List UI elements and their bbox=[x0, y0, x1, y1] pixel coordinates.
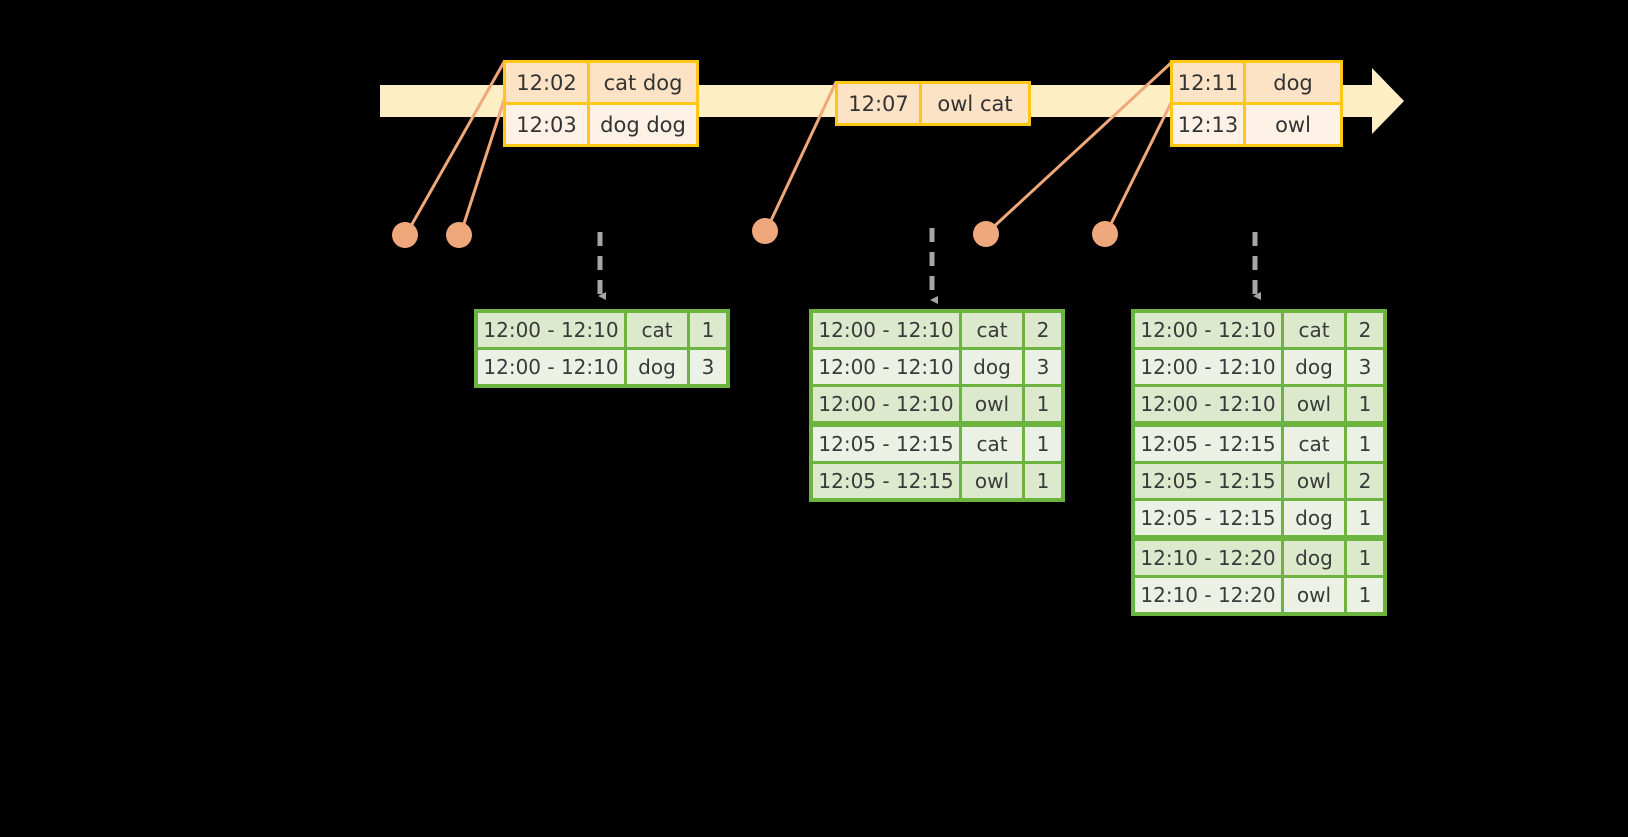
cell-window: 12:00 - 12:10 bbox=[478, 313, 624, 347]
cell-window: 12:10 - 12:20 bbox=[1135, 541, 1281, 575]
cell-count: 2 bbox=[1347, 464, 1383, 498]
cell-window: 12:00 - 12:10 bbox=[813, 387, 959, 421]
cell-key: owl bbox=[1284, 464, 1344, 498]
event-text: dog dog bbox=[600, 112, 686, 137]
cell-window: 12:05 - 12:15 bbox=[813, 464, 959, 498]
cell-key: cat bbox=[962, 427, 1022, 461]
connector-dot-4 bbox=[973, 221, 999, 247]
cell-window: 12:00 - 12:10 bbox=[813, 313, 959, 347]
cell-key: dog bbox=[1284, 541, 1344, 575]
cell-count: 2 bbox=[1025, 313, 1061, 347]
event-row[interactable]: 12:07 owl cat bbox=[838, 84, 1028, 123]
cell-count: 1 bbox=[1347, 541, 1383, 575]
cell-key: cat bbox=[1284, 313, 1344, 347]
cell-key: dog bbox=[627, 350, 687, 384]
cell-count: 1 bbox=[1347, 387, 1383, 421]
event-text: owl cat bbox=[937, 91, 1013, 116]
cell-window: 12:00 - 12:10 bbox=[1135, 313, 1281, 347]
cell-window: 12:05 - 12:15 bbox=[813, 427, 959, 461]
event-group-3[interactable]: 12:11 dog 12:13 owl bbox=[1170, 60, 1343, 147]
cell-window: 12:00 - 12:10 bbox=[1135, 350, 1281, 384]
connector-line-1 bbox=[405, 61, 506, 234]
event-text: cat dog bbox=[603, 70, 683, 95]
cell-count: 1 bbox=[1347, 427, 1383, 461]
cell-key: cat bbox=[1284, 427, 1344, 461]
event-row[interactable]: 12:02 cat dog bbox=[506, 63, 696, 102]
cell-key: cat bbox=[627, 313, 687, 347]
event-row[interactable]: 12:13 owl bbox=[1173, 102, 1340, 144]
cell-count: 1 bbox=[1025, 464, 1061, 498]
cell-window: 12:10 - 12:20 bbox=[1135, 578, 1281, 612]
cell-count: 1 bbox=[690, 313, 726, 347]
cell-count: 1 bbox=[1347, 501, 1383, 535]
cell-window: 12:00 - 12:10 bbox=[1135, 387, 1281, 421]
event-time: 12:07 bbox=[838, 84, 922, 123]
cell-window: 12:05 - 12:15 bbox=[1135, 501, 1281, 535]
cell-count: 1 bbox=[1025, 427, 1061, 461]
cell-count: 3 bbox=[1025, 350, 1061, 384]
event-row[interactable]: 12:11 dog bbox=[1173, 63, 1340, 102]
event-time: 12:13 bbox=[1173, 105, 1246, 144]
event-text: owl bbox=[1275, 112, 1311, 137]
cell-window: 12:00 - 12:10 bbox=[478, 350, 624, 384]
cell-window: 12:05 - 12:15 bbox=[1135, 464, 1281, 498]
connector-line-3 bbox=[765, 81, 838, 230]
cell-key: dog bbox=[1284, 350, 1344, 384]
cell-count: 1 bbox=[1025, 387, 1061, 421]
connector-dots bbox=[392, 218, 1118, 248]
cell-key: owl bbox=[1284, 387, 1344, 421]
connector-line-2 bbox=[459, 99, 506, 234]
cell-key: owl bbox=[1284, 578, 1344, 612]
connector-dot-5 bbox=[1092, 221, 1118, 247]
event-row[interactable]: 12:03 dog dog bbox=[506, 102, 696, 144]
connector-dot-2 bbox=[446, 222, 472, 248]
cell-key: dog bbox=[962, 350, 1022, 384]
event-time: 12:11 bbox=[1173, 63, 1246, 102]
down-arrows bbox=[597, 228, 1261, 304]
event-time: 12:02 bbox=[506, 63, 590, 102]
cell-key: dog bbox=[1284, 501, 1344, 535]
cell-count: 3 bbox=[690, 350, 726, 384]
cell-key: cat bbox=[962, 313, 1022, 347]
cell-count: 2 bbox=[1347, 313, 1383, 347]
connector-dot-3 bbox=[752, 218, 778, 244]
cell-key: owl bbox=[962, 464, 1022, 498]
connector-line-5 bbox=[1105, 100, 1174, 233]
connector-dot-1 bbox=[392, 222, 418, 248]
cell-window: 12:00 - 12:10 bbox=[813, 350, 959, 384]
cell-key: owl bbox=[962, 387, 1022, 421]
cell-window: 12:05 - 12:15 bbox=[1135, 427, 1281, 461]
cell-count: 1 bbox=[1347, 578, 1383, 612]
event-time: 12:03 bbox=[506, 105, 590, 144]
event-text: dog bbox=[1273, 70, 1313, 95]
cell-count: 3 bbox=[1347, 350, 1383, 384]
event-group-2[interactable]: 12:07 owl cat bbox=[835, 81, 1031, 126]
event-group-1[interactable]: 12:02 cat dog 12:03 dog dog bbox=[503, 60, 699, 147]
